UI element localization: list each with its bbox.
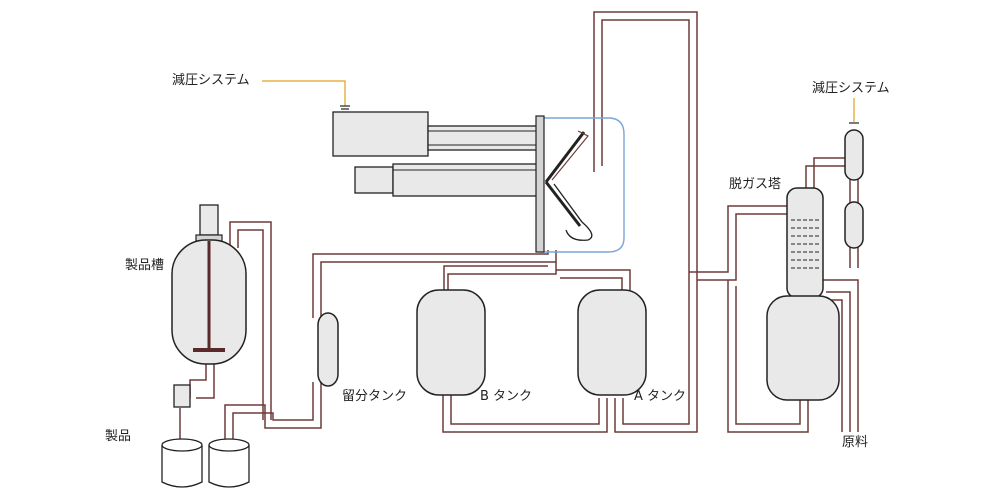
vacuum-trap-lower <box>844 201 864 249</box>
drive-motor <box>354 166 394 194</box>
condenser-housing <box>332 111 429 157</box>
product-tank <box>171 204 247 408</box>
label-raw-material: 原料 <box>842 435 869 450</box>
pipe-top-loop-inner <box>601 19 690 425</box>
label-tank-a: A タンク <box>634 389 687 404</box>
product-container-1 <box>161 438 203 452</box>
pipe-tank-bottom-header-outer <box>442 392 608 433</box>
label-product: 製品 <box>105 429 132 444</box>
flange-plate <box>535 115 545 253</box>
pipe-a-to-degas-inner <box>697 213 798 281</box>
vacuum-trap-upper <box>844 129 864 181</box>
product-pump <box>173 384 191 408</box>
degas-tower-reservoir <box>766 295 840 401</box>
vacuum-line-left <box>262 80 346 106</box>
cooling-loop <box>540 117 625 253</box>
label-product-tank: 製品槽 <box>125 258 165 273</box>
degas-tower-column <box>786 187 824 299</box>
label-vacuum-system-right: 減圧システム <box>812 81 890 96</box>
pipe-to-tanks-outer <box>447 262 557 296</box>
vacuum-lines <box>262 80 859 124</box>
tank-a-vessel <box>577 289 647 396</box>
product-containers <box>161 438 250 488</box>
pipe-product-return-inner <box>237 229 264 420</box>
piping <box>179 11 859 445</box>
pipe-to-tank-a-outer <box>556 269 631 294</box>
label-vacuum-system-left: 減圧システム <box>172 73 250 88</box>
pipe-degas-top-outer <box>805 165 848 188</box>
pipe-distillate-to-product-outer <box>224 382 322 445</box>
pipe-to-tank-a-inner <box>560 277 623 294</box>
pipe-degas-loop-inner <box>735 286 801 425</box>
evaporator-trough <box>553 183 593 241</box>
pipe-distillate-to-product-inner <box>232 382 314 445</box>
drive-shaft-housing <box>392 163 539 197</box>
pipe-tank-bottom-header-inner <box>450 395 600 425</box>
product-container-2 <box>208 438 250 452</box>
pipe-to-tanks-inner <box>443 265 548 296</box>
distillate-tank-vessel <box>317 312 339 387</box>
pipe-product-return-outer <box>229 221 272 420</box>
pipe-product-tank-bottom-outer <box>189 360 207 398</box>
short-path-distiller <box>332 111 593 253</box>
label-degas-tower: 脱ガス塔 <box>729 177 782 192</box>
condenser-tube <box>427 125 539 151</box>
pipe-raw-material-outer <box>826 291 851 432</box>
pipe-degas-loop-outer <box>727 280 809 433</box>
pipe-degas-top-inner <box>813 157 848 188</box>
degas-tower <box>766 187 840 401</box>
agitator-motor <box>199 204 219 236</box>
tank-b-vessel <box>416 289 486 396</box>
pipe-product-tank-bottom-inner <box>196 360 215 399</box>
label-distillate-tank: 留分タンク <box>342 389 408 404</box>
pipe-evap-to-distillate-outer <box>320 250 557 318</box>
pipe-condenser-outer <box>818 279 859 432</box>
label-tank-b: B タンク <box>480 389 533 404</box>
pipe-top-loop-outer <box>593 11 698 433</box>
wiper-arm-upper <box>544 131 586 183</box>
